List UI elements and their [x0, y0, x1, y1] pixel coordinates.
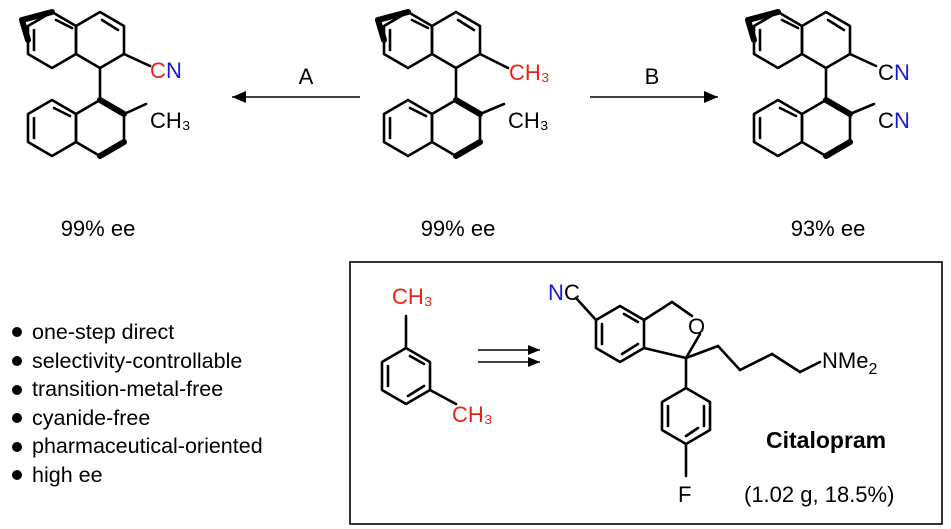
arrow-b-head — [704, 91, 718, 103]
right-cn-bottom-carbon: C — [878, 108, 894, 133]
center-ee-label: 99% ee — [421, 216, 496, 241]
citalopram-box — [349, 261, 943, 525]
arrow-a-label: A — [299, 64, 314, 89]
m-xylene-structure — [380, 314, 458, 406]
center-start-structure — [375, 9, 510, 159]
citalopram-nc-carbon: C — [564, 280, 580, 305]
feature-list: one-step direct selectivity-controllable… — [8, 318, 263, 490]
bullet-icon — [12, 355, 22, 366]
left-ee-label: 99% ee — [61, 216, 136, 241]
multistep-arrow-1-head — [528, 345, 540, 355]
left-cn-carbon: C — [150, 58, 166, 83]
right-cn-bottom-nitrogen: N — [894, 108, 910, 133]
feature-item: pharmaceutical-oriented — [8, 432, 263, 461]
arrow-a-head — [232, 91, 246, 103]
bullet-icon — [12, 470, 22, 481]
right-ee-label: 93% ee — [791, 216, 866, 241]
xylene-methyl-bottom: CH₃ — [452, 402, 493, 427]
left-methyl-label: CH₃ — [150, 108, 191, 133]
citalopram-structure — [574, 296, 822, 478]
citalopram-fluorine: F — [678, 482, 691, 507]
citalopram-yield: (1.02 g, 18.5%) — [744, 482, 894, 507]
center-methyl-bottom: CH₃ — [508, 108, 549, 133]
citalopram-amine: NMe2 — [822, 348, 877, 378]
left-cn-nitrogen: N — [166, 58, 182, 83]
right-cn-top-nitrogen: N — [894, 60, 910, 85]
citalopram-oxygen: O — [688, 314, 705, 339]
xylene-methyl-top: CH₃ — [392, 284, 433, 309]
feature-item: high ee — [8, 461, 263, 490]
left-product-structure — [19, 9, 152, 159]
feature-item: transition-metal-free — [8, 375, 263, 404]
citalopram-name: Citalopram — [766, 427, 886, 453]
feature-item: one-step direct — [8, 318, 263, 347]
right-cn-top-carbon: C — [878, 60, 894, 85]
arrow-b-label: B — [645, 64, 660, 89]
center-methyl-top: CH₃ — [509, 60, 550, 85]
bullet-icon — [12, 413, 22, 424]
bullet-icon — [12, 327, 22, 338]
bullet-icon — [12, 441, 22, 452]
citalopram-nc-nitrogen: N — [548, 280, 564, 305]
bullet-icon — [12, 384, 22, 395]
right-product-structure — [745, 9, 878, 159]
feature-item: selectivity-controllable — [8, 347, 263, 376]
feature-item: cyanide-free — [8, 404, 263, 433]
multistep-arrow-2-head — [528, 357, 540, 367]
